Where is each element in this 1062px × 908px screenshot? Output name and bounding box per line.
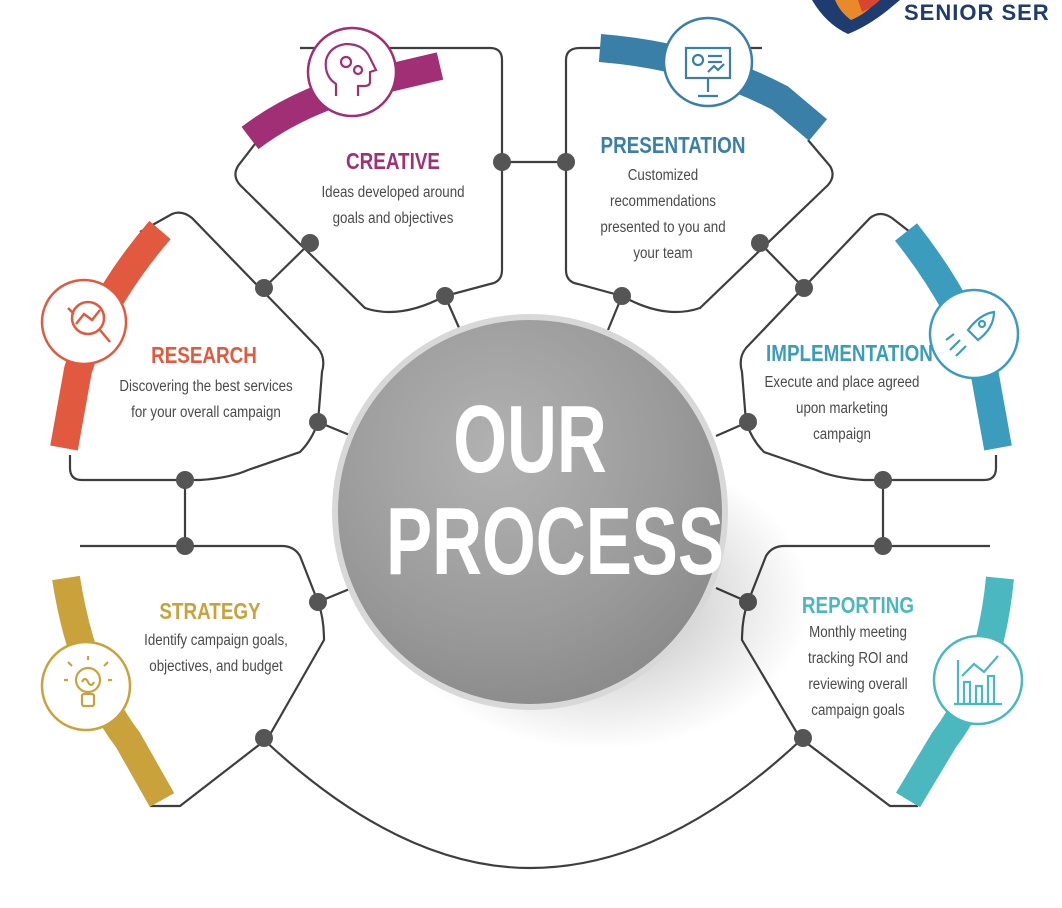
brand-text: SENIOR SER xyxy=(904,0,1050,25)
implementation-title: IMPLEMENTATION xyxy=(766,340,933,366)
connector-dots xyxy=(176,153,892,747)
reporting-icon-badge xyxy=(932,634,1024,726)
creative-line-2: goals and objectives xyxy=(332,210,454,227)
strategy-line-1: Identify campaign goals, xyxy=(144,632,288,649)
research-description: Discovering the best services for your o… xyxy=(111,374,300,426)
strategy-icon-badge xyxy=(40,640,132,732)
reporting-description: Monthly meeting tracking ROI and reviewi… xyxy=(772,620,944,724)
implementation-icon-badge xyxy=(928,288,1020,380)
presentation-line-3: presented to you and xyxy=(600,219,726,236)
creative-description: Ideas developed around goals and objecti… xyxy=(307,180,479,232)
implementation-line-2: upon marketing xyxy=(796,400,888,417)
bottom-connector-arc xyxy=(261,737,804,870)
presentation-board-icon xyxy=(684,46,732,98)
implementation-line-1: Execute and place agreed xyxy=(764,374,920,391)
presentation-description: Customized recommendations presented to … xyxy=(577,163,749,267)
rocket-icon xyxy=(945,310,996,357)
growth-bar-chart-icon xyxy=(954,655,1002,706)
implementation-description: Execute and place agreed upon marketing … xyxy=(747,370,936,448)
head-gears-icon xyxy=(324,42,378,96)
magnifier-chart-icon xyxy=(67,300,111,343)
creative-icon-badge xyxy=(306,26,398,118)
creative-line-1: Ideas developed around xyxy=(321,184,465,201)
presentation-title: PRESENTATION xyxy=(600,132,746,158)
research-icon-badge xyxy=(40,278,128,366)
reporting-title: REPORTING xyxy=(801,592,915,618)
center-circle xyxy=(332,314,728,710)
creative-title: CREATIVE xyxy=(346,148,440,174)
implementation-card-outline xyxy=(739,212,998,482)
reporting-line-1: Monthly meeting xyxy=(809,624,907,641)
reporting-line-2: tracking ROI and xyxy=(807,650,909,667)
presentation-line-2: recommendations xyxy=(610,193,716,210)
research-line-2: for your overall campaign xyxy=(131,404,281,421)
research-line-1: Discovering the best services xyxy=(119,378,293,395)
presentation-line-4: your team xyxy=(633,245,693,262)
lightbulb-icon xyxy=(64,656,112,708)
strategy-description: Identify campaign goals, objectives, and… xyxy=(121,628,310,680)
reporting-line-3: reviewing overall xyxy=(808,676,908,693)
strategy-line-2: objectives, and budget xyxy=(149,658,283,675)
presentation-icon-badge xyxy=(662,16,754,108)
reporting-line-4: campaign goals xyxy=(811,702,905,719)
implementation-line-3: campaign xyxy=(813,426,871,443)
center-title-line1: OUR xyxy=(453,386,607,493)
presentation-line-1: Customized xyxy=(627,167,699,184)
research-title: RESEARCH xyxy=(151,342,257,368)
brand-logo xyxy=(812,0,900,34)
center-title-line2: PROCESS xyxy=(386,488,725,595)
strategy-title: STRATEGY xyxy=(159,598,261,624)
research-card-outline xyxy=(68,211,325,482)
